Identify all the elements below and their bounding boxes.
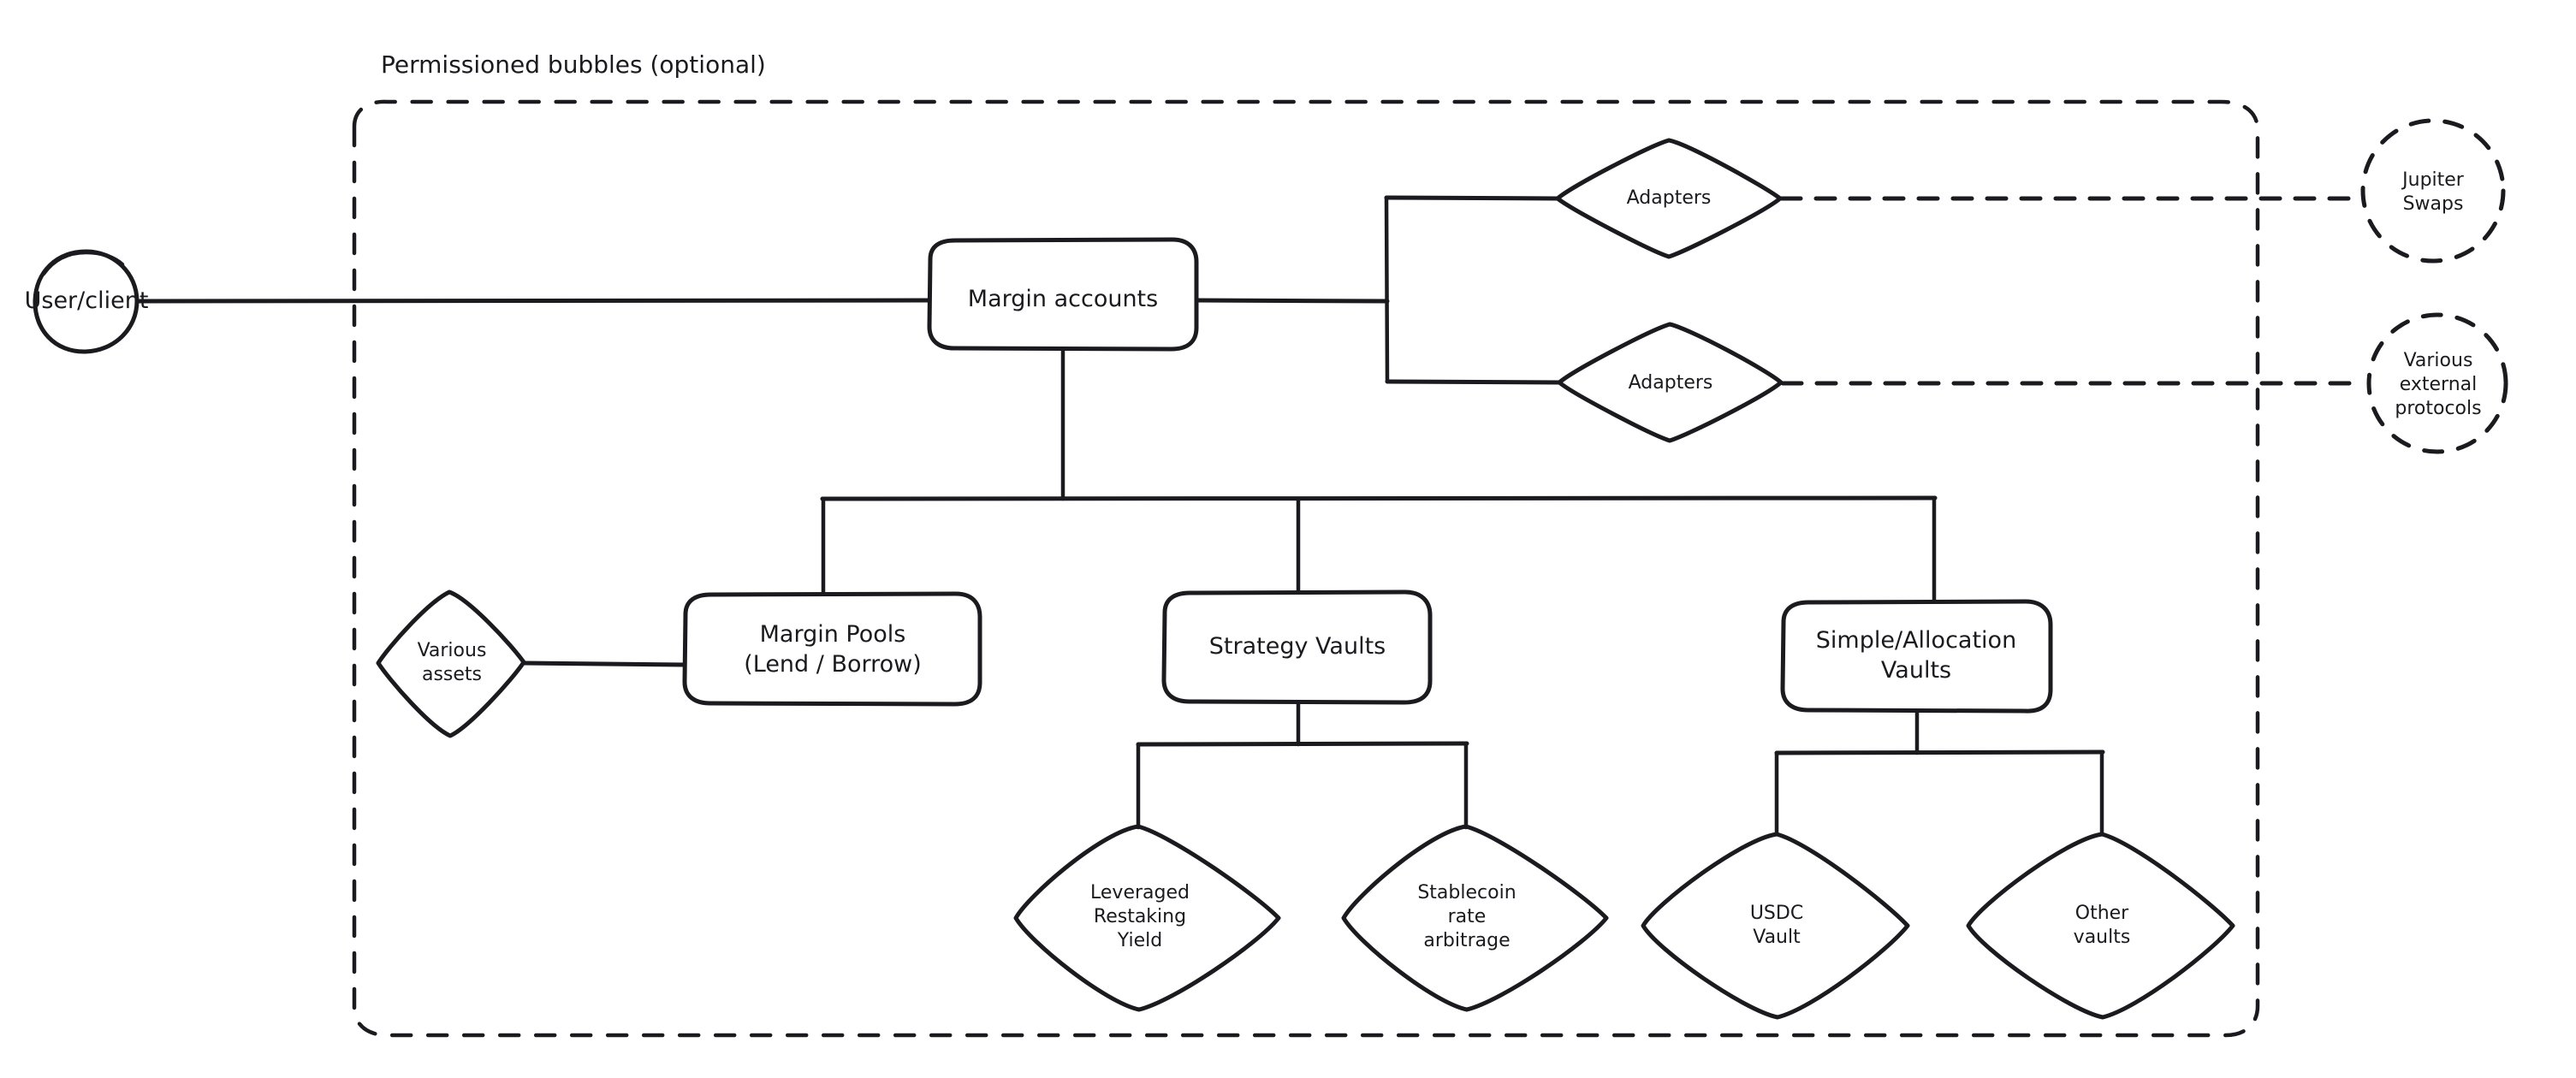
other-vaults-diamond[interactable] <box>1966 832 2235 1020</box>
node-various-external-protocols[interactable] <box>2369 315 2506 452</box>
strategy-vaults-box[interactable] <box>1161 589 1433 705</box>
node-stablecoin-rate-arbitrage[interactable] <box>1344 826 1607 1010</box>
margin-accounts-box[interactable] <box>927 237 1199 352</box>
stablecoin-rate-arbitrage-diamond[interactable] <box>1341 824 1609 1012</box>
node-adapters-top[interactable] <box>1558 140 1781 258</box>
node-jupiter-swaps[interactable] <box>2363 121 2503 261</box>
leveraged-restaking-yield-diamond[interactable] <box>1013 824 1281 1012</box>
node-margin-pools[interactable] <box>685 594 981 704</box>
edge-various-assets-to-margin-pools <box>521 660 687 667</box>
permissioned-bubbles-container[interactable] <box>352 99 2260 1038</box>
node-simple-allocation-vaults[interactable] <box>1783 601 2051 712</box>
various-external-protocols-circle[interactable] <box>2366 312 2508 454</box>
edge-user-to-margin-accounts <box>134 298 931 304</box>
node-various-assets[interactable] <box>378 592 525 737</box>
simple-allocation-vaults-box[interactable] <box>1780 599 2053 714</box>
edge-margin-accounts-to-vaults-bus <box>820 346 1938 604</box>
node-strategy-vaults[interactable] <box>1164 592 1431 702</box>
node-margin-accounts[interactable] <box>929 240 1197 349</box>
usdc-vault-diamond[interactable] <box>1641 832 1910 1020</box>
node-user-client[interactable] <box>35 252 138 352</box>
edge-strategy-vaults-to-children <box>1136 700 1469 830</box>
jupiter-swaps-circle[interactable] <box>2360 118 2506 264</box>
node-leveraged-restaking-yield[interactable] <box>1016 826 1279 1010</box>
edge-margin-accounts-to-adapters <box>1194 195 1562 385</box>
node-usdc-vault[interactable] <box>1643 834 1908 1018</box>
edge-simple-allocation-vaults-to-children <box>1774 708 2105 837</box>
margin-pools-box[interactable] <box>682 591 982 707</box>
node-other-vaults[interactable] <box>1968 834 2234 1018</box>
node-adapters-bottom[interactable] <box>1559 324 1782 441</box>
user-client-ellipse[interactable] <box>33 249 139 354</box>
